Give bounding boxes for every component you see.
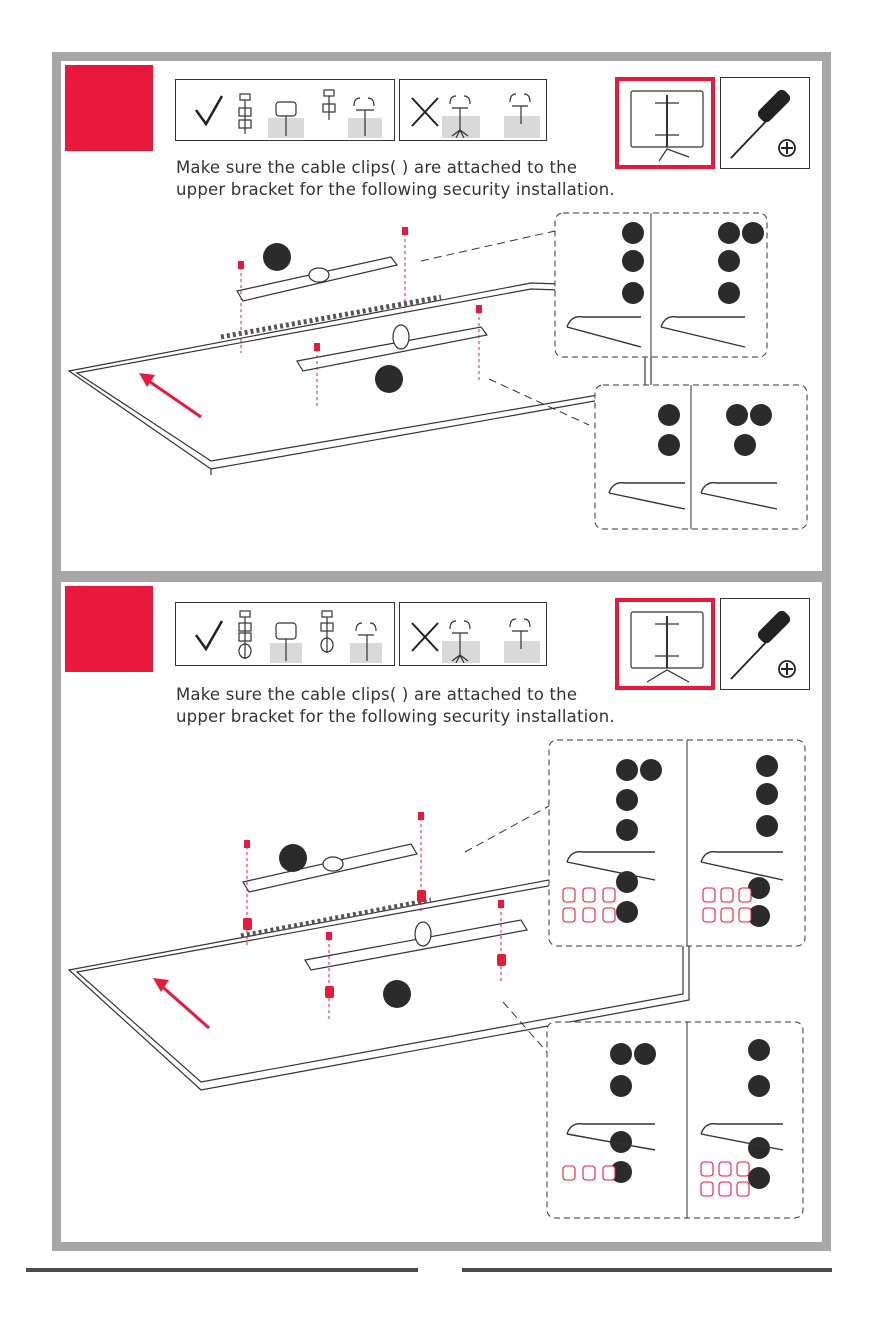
footer-divider-left: [26, 1268, 418, 1272]
detail-box-lower: [595, 385, 807, 529]
footer-divider-right: [462, 1268, 832, 1272]
tv-bracket-spacer-installation-diagram: [61, 582, 840, 1260]
step-2-panel: Make sure the cable clips( ) are attache…: [52, 573, 831, 1251]
step-1-callout-badge-a: [263, 243, 291, 271]
step-2-callout-badge-b: [383, 980, 411, 1008]
step-1-panel: Make sure the cable clips( ) are attache…: [52, 52, 831, 580]
tv-bracket-installation-diagram: [61, 61, 840, 589]
step-1-callout-badge-b: [375, 365, 403, 393]
step-2-callout-badge-a: [279, 844, 307, 872]
